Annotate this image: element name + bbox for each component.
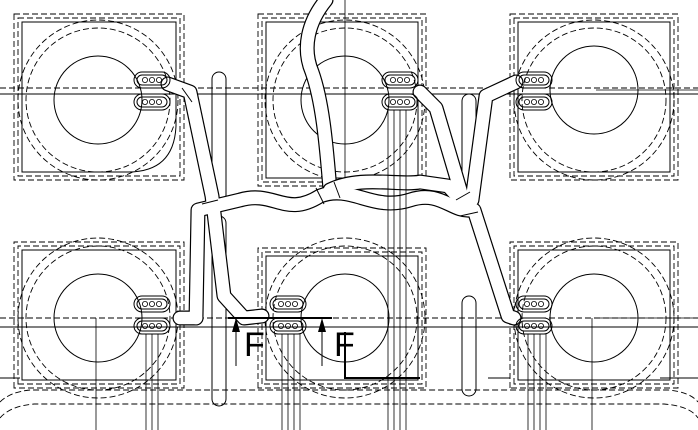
section-marker-label-right: F: [334, 326, 355, 364]
unit-cell-top-middle: [257, 13, 427, 187]
fitting-top-middle-upper: [381, 71, 419, 89]
fitting-top-left-upper: [133, 71, 171, 89]
pipe-network: [160, 74, 524, 326]
unit-cell-bottom-middle: [257, 237, 427, 399]
section-cut-line: [228, 317, 420, 379]
leader-lines: [145, 110, 547, 430]
unit-cell-top-right: [509, 13, 679, 181]
fitting-top-middle-lower: [381, 93, 419, 111]
section-marker-label-left: F: [244, 326, 265, 364]
fitting-bottom-left-upper: [133, 295, 171, 313]
fitting-bottom-right-upper: [515, 295, 553, 313]
center-lines: [95, 0, 698, 430]
fitting-top-right-upper: [515, 71, 553, 89]
background-lines: [0, 87, 698, 419]
fitting-bottom-right-lower: [515, 317, 553, 335]
fitting-top-left-lower: [133, 93, 171, 111]
fitting-top-right-lower: [515, 93, 553, 111]
supply-pipe: [299, 0, 338, 198]
unit-cell-top-left: [13, 13, 185, 181]
fitting-bottom-middle-upper: [269, 295, 307, 313]
